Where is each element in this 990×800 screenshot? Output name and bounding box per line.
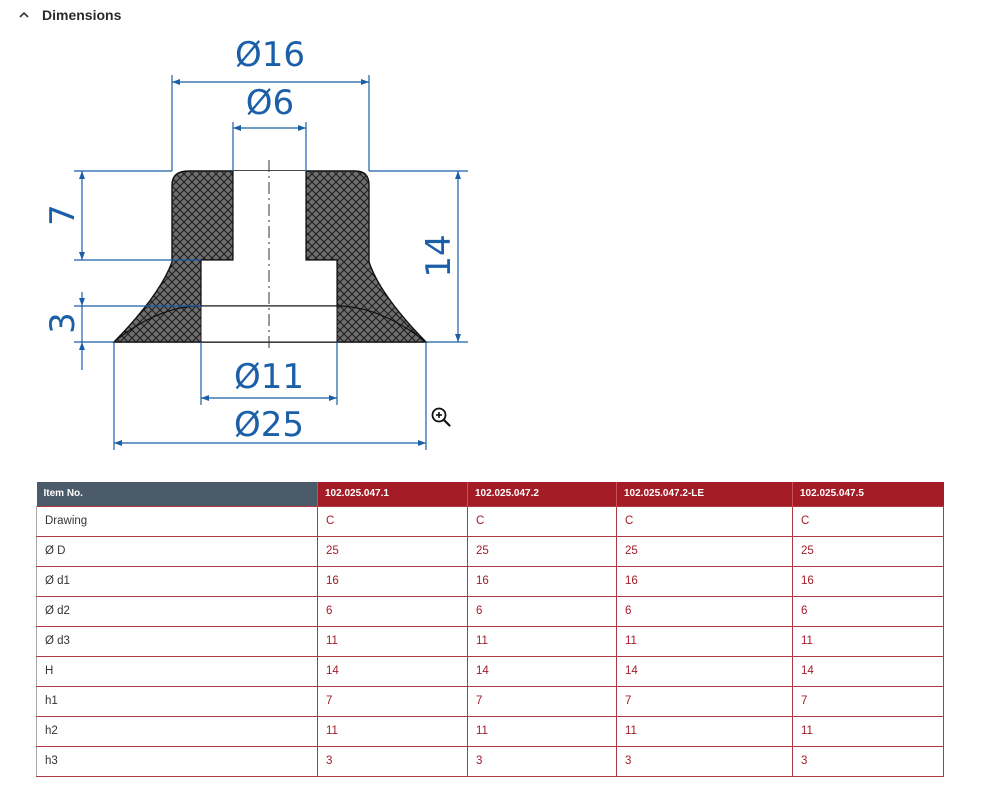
chevron-up-icon [19, 11, 29, 18]
cell-value: 7 [792, 685, 944, 717]
cell-value: 3 [317, 745, 468, 777]
cell-value: C [467, 505, 617, 537]
header-item: 102.025.047.5 [792, 482, 944, 506]
cell-value: 6 [792, 595, 944, 627]
row-label: h3 [36, 745, 318, 777]
cell-value: 7 [467, 685, 617, 717]
cell-value: 25 [467, 535, 617, 567]
cell-value: 11 [317, 625, 468, 657]
cell-value: 3 [616, 745, 793, 777]
dim-h3: 3 [43, 312, 83, 334]
section-toggle[interactable]: Dimensions [18, 4, 121, 26]
row-label: Ø d1 [36, 565, 318, 597]
cell-value: 16 [792, 565, 944, 597]
row-label: Ø D [36, 535, 318, 567]
cell-value: 25 [317, 535, 468, 567]
cell-value: 3 [467, 745, 617, 777]
cell-value: 11 [616, 715, 793, 747]
cell-value: C [317, 505, 468, 537]
cell-value: 11 [317, 715, 468, 747]
cell-value: 14 [616, 655, 793, 687]
cell-value: 16 [317, 565, 468, 597]
row-label: Drawing [36, 505, 318, 537]
cell-value: C [792, 505, 944, 537]
dim-d2: Ø6 [246, 83, 294, 123]
dimension-drawing: Ø16 Ø6 Ø11 Ø25 7 3 14 [40, 30, 480, 460]
suction-cup-drawing: Ø16 Ø6 Ø11 Ø25 7 3 14 [43, 35, 468, 450]
dim-d3: Ø11 [234, 357, 304, 397]
section-title: Dimensions [42, 7, 122, 23]
cell-value: 6 [317, 595, 468, 627]
specification-table: Item No. 102.025.047.1 102.025.047.2 102… [36, 482, 944, 777]
cell-value: 7 [616, 685, 793, 717]
cell-value: 11 [467, 715, 617, 747]
cell-value: 14 [467, 655, 617, 687]
row-label: Ø d2 [36, 595, 318, 627]
cell-value: 11 [616, 625, 793, 657]
zoom-in-icon [431, 407, 451, 427]
cell-value: 14 [317, 655, 468, 687]
zoom-button[interactable] [430, 406, 452, 428]
row-label: h2 [36, 715, 318, 747]
dim-h1: 7 [43, 204, 83, 226]
row-label: h1 [36, 685, 318, 717]
cell-value: 25 [792, 535, 944, 567]
table-header-row: Item No. 102.025.047.1 102.025.047.2 102… [36, 482, 944, 506]
cell-value: 6 [616, 595, 793, 627]
header-item: 102.025.047.2-LE [616, 482, 793, 506]
header-item: 102.025.047.2 [467, 482, 617, 506]
dim-d1: Ø16 [235, 35, 305, 75]
cell-value: 11 [792, 625, 944, 657]
row-label: Ø d3 [36, 625, 318, 657]
header-item-no: Item No. [36, 482, 318, 506]
cell-value: 16 [467, 565, 617, 597]
cell-value: 3 [792, 745, 944, 777]
cell-value: 11 [467, 625, 617, 657]
cell-value: C [616, 505, 793, 537]
dim-H: 14 [419, 234, 459, 277]
header-item: 102.025.047.1 [317, 482, 468, 506]
cell-value: 7 [317, 685, 468, 717]
row-label: H [36, 655, 318, 687]
cell-value: 25 [616, 535, 793, 567]
cell-value: 6 [467, 595, 617, 627]
cell-value: 16 [616, 565, 793, 597]
cell-value: 14 [792, 655, 944, 687]
cell-value: 11 [792, 715, 944, 747]
dim-D: Ø25 [234, 405, 304, 445]
